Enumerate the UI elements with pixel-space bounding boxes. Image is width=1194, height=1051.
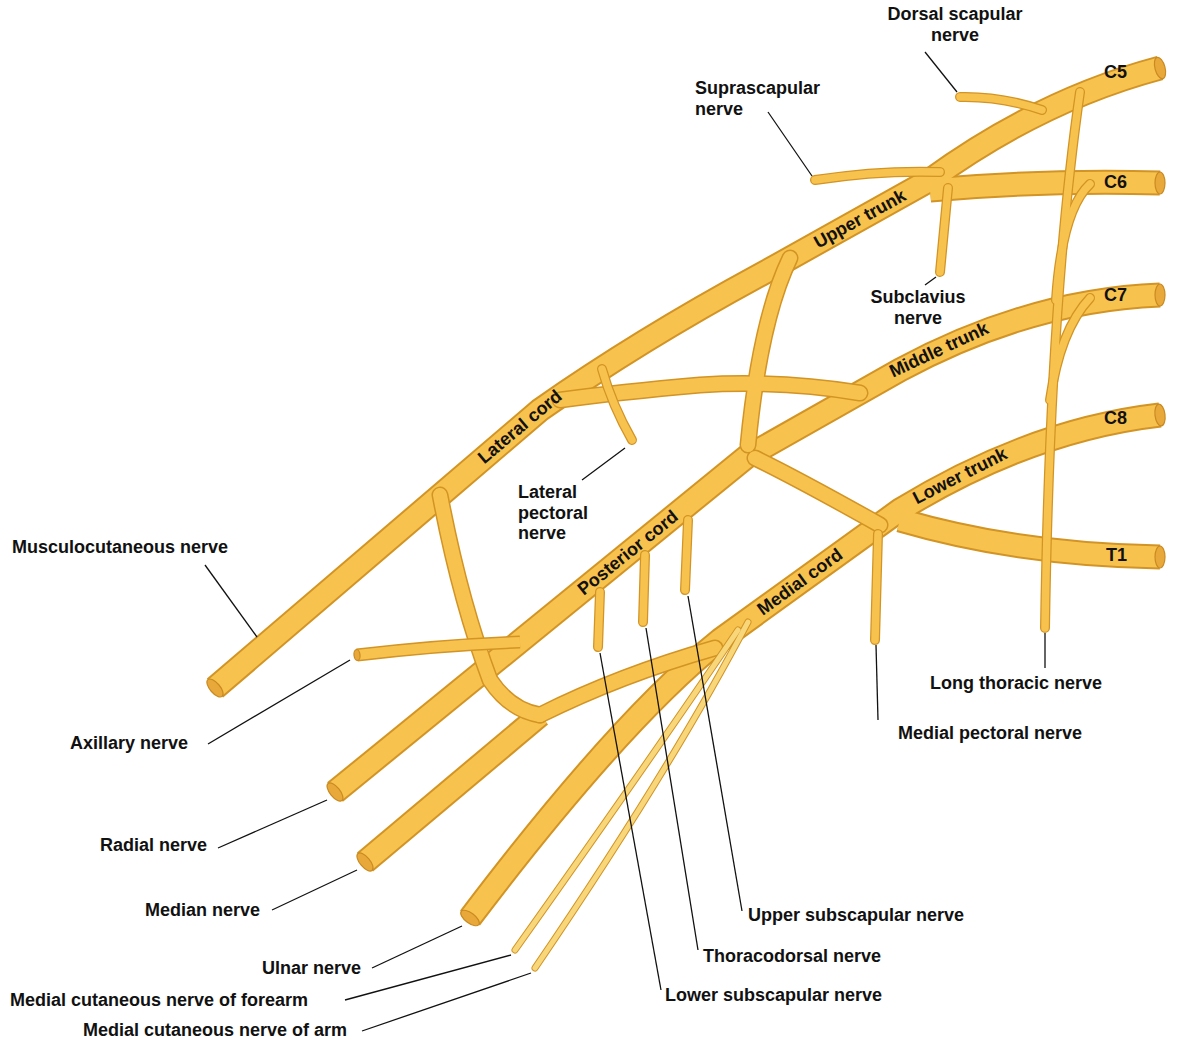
leader-line [205, 565, 257, 637]
nerve-end [1155, 172, 1165, 194]
nerve-label: Upper subscapular nerve [748, 905, 964, 926]
nerve-end [1152, 56, 1167, 80]
nerve-label: C8 [1104, 408, 1127, 429]
nerve-bundles [215, 68, 1160, 968]
leader-line [876, 645, 878, 720]
nerve [515, 622, 748, 968]
nerve-label: C6 [1104, 172, 1127, 193]
nerve-label: Medial cord [753, 544, 846, 620]
leader-line [768, 112, 812, 176]
leader-lines [205, 52, 1045, 1031]
nerve-label: C7 [1104, 285, 1127, 306]
nerve [357, 642, 520, 655]
nerve-end [1155, 284, 1165, 306]
nerve-label: Posterior cord [574, 506, 683, 600]
leader-line [272, 870, 357, 910]
nerve-cut-ends [204, 56, 1168, 929]
nerve-end [353, 649, 360, 661]
nerve-label: Ulnar nerve [262, 958, 361, 979]
nerve-label: Lower trunk [909, 443, 1010, 508]
nerve [215, 68, 1160, 918]
leader-line [925, 277, 936, 285]
nerve-label: Musculocutaneous nerve [12, 537, 228, 558]
nerve-end [1155, 546, 1165, 568]
nerve-label: C5 [1104, 62, 1127, 83]
leader-line [925, 52, 957, 92]
nerve-label: Axillary nerve [70, 733, 188, 754]
nerve-label: Lower subscapular nerve [665, 985, 882, 1006]
leader-line [218, 800, 327, 848]
nerve-label: Suprascapular nerve [695, 78, 835, 119]
nerve-outline [515, 622, 748, 968]
nerve-label: T1 [1106, 545, 1127, 566]
nerve-end [324, 780, 346, 803]
nerve-end [354, 850, 376, 873]
nerve-label: Lateral cord [474, 386, 566, 468]
nerve-label: Radial nerve [100, 835, 207, 856]
nerve-outline [215, 68, 1160, 918]
leader-line [646, 628, 698, 950]
leader-line [208, 660, 350, 744]
leader-line [372, 926, 462, 968]
nerve-label: Dorsal scapular nerve [880, 4, 1030, 45]
leader-line [688, 596, 742, 911]
nerve-end [204, 676, 226, 699]
nerve-label: Median nerve [145, 900, 260, 921]
leader-line [362, 973, 531, 1031]
nerve-outline [598, 92, 1090, 647]
nerve [598, 92, 1090, 647]
nerve-end [1154, 403, 1167, 426]
nerve-label: Medial pectoral nerve [898, 723, 1082, 744]
nerve-label: Thoracodorsal nerve [703, 946, 881, 967]
nerve-label: Lateral pectoral nerve [518, 482, 613, 544]
nerve-label: Medial cutaneous nerve of forearm [10, 990, 308, 1011]
leader-line [582, 448, 625, 480]
leader-line [345, 955, 511, 1000]
nerve-label: Medial cutaneous nerve of arm [83, 1020, 347, 1041]
nerve-outline [357, 642, 520, 655]
nerve-end [458, 907, 482, 928]
nerve-label: Upper trunk [810, 185, 909, 253]
nerve-label: Subclavius nerve [858, 287, 978, 328]
nerve-label: Long thoracic nerve [930, 673, 1102, 694]
leader-line [1044, 633, 1045, 668]
leader-line [600, 653, 661, 990]
